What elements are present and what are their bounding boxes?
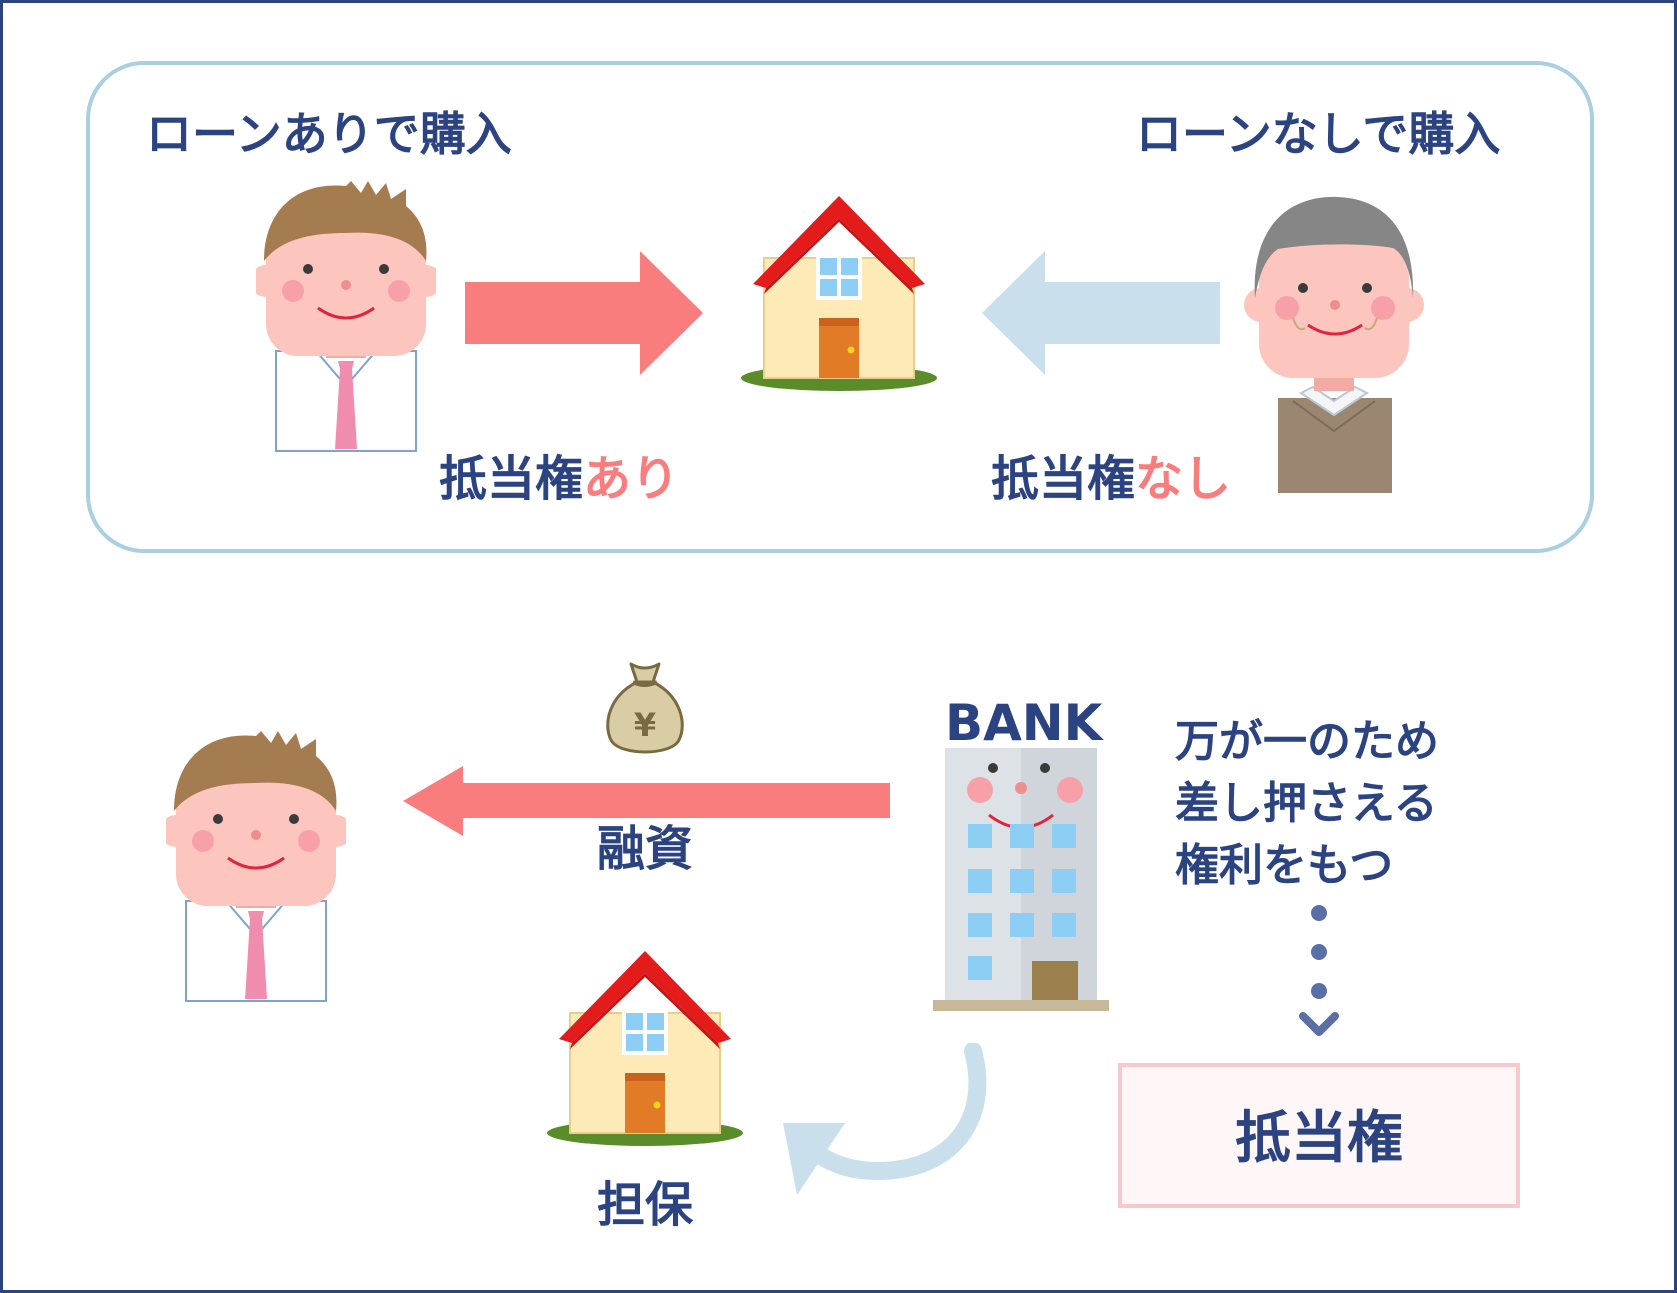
bank-building-icon (933, 748, 1109, 1011)
explanation-line: 権利をもつ (1175, 840, 1394, 891)
house-icon (740, 195, 938, 392)
bank-sign: BANK (945, 694, 1103, 752)
lien-absent-label: 抵当権なし (991, 455, 1231, 503)
lien-present-label: 抵当権あり (439, 455, 679, 503)
without-loan-title: ローンなしで購入 (1136, 107, 1501, 161)
lien-absent-emphasis: なし (1135, 451, 1232, 507)
financing-arrow (403, 766, 890, 836)
explanation-line: 万が一のため (1175, 716, 1439, 767)
young-buyer-icon (256, 181, 436, 453)
money-bag-icon: ¥ (606, 662, 684, 754)
lien-box: 抵当権 (1118, 1063, 1520, 1208)
collateral-label: 担保 (597, 1177, 694, 1233)
purchase-without-loan-arrow (982, 251, 1220, 375)
collateral-curved-arrow (783, 1043, 987, 1195)
lien-box-label: 抵当権 (1235, 1106, 1403, 1171)
purchase-with-loan-arrow (465, 251, 703, 375)
borrower-icon (166, 731, 346, 1003)
lien-present-prefix: 抵当権 (439, 451, 584, 507)
collateral-house-icon (546, 950, 744, 1147)
elderly-buyer-icon (1244, 196, 1424, 493)
lien-present-emphasis: あり (583, 451, 680, 507)
dotted-down-arrow (1299, 905, 1339, 1036)
lien-explanation: 万が一のため 差し押さえる 権利をもつ (1175, 711, 1439, 897)
with-loan-title: ローンありで購入 (146, 107, 512, 161)
explanation-line: 差し押さえる (1175, 778, 1438, 829)
lien-absent-prefix: 抵当権 (991, 451, 1136, 507)
yen-symbol: ¥ (634, 706, 656, 744)
financing-label: 融資 (597, 821, 694, 877)
